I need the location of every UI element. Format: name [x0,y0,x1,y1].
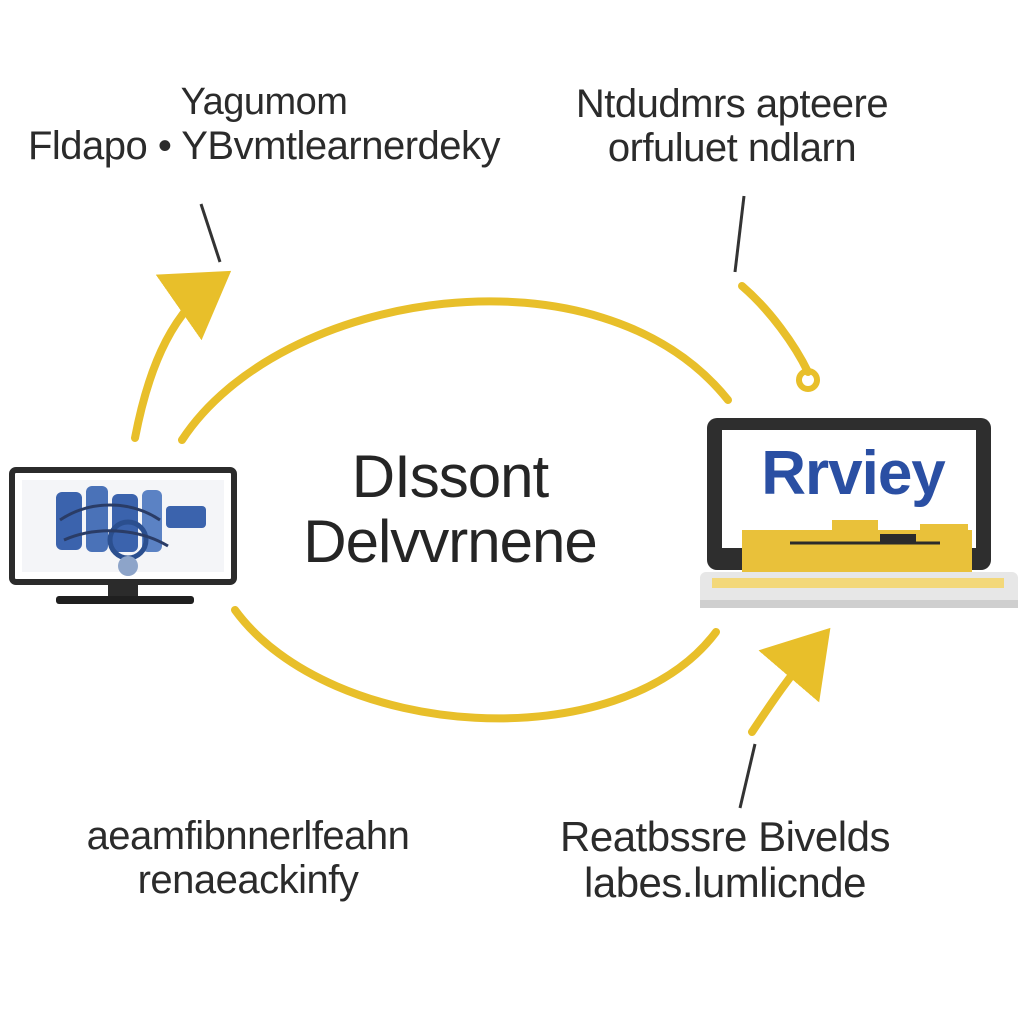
monitor-artwork [56,486,206,576]
label-bottom-right: Reatbssre Bivelds labes.lumlicnde [540,813,910,907]
label-top-left: Yagumom Fldapo • YBvmtlearnerdeky [16,81,512,168]
center-title: DIssont Delvvrnene [270,443,630,575]
cycle-arc-top [178,297,732,444]
label-top-right-line1: Ntdudmrs apteere [575,82,889,126]
label-top-right-line2: orfuluet ndlarn [607,126,857,170]
label-bottom-right-line1: Reatbssre Bivelds [560,813,890,860]
leader-top-left [199,203,222,263]
arrow-end-dot [796,368,820,392]
arrow-to-laptop [738,282,812,376]
laptop-screen-text: Rrviey [761,439,946,508]
label-bottom-right-line2: labes.lumlicnde [584,859,867,907]
leader-top-right [733,195,746,273]
leader-bottom-right [738,743,757,809]
arrow-to-top-left [131,270,232,442]
arrow-to-laptop-bottom [748,627,831,736]
label-top-right: Ntdudmrs apteere orfuluet ndlarn [560,82,904,170]
label-bottom-left-line2: renaeackinfy [137,858,359,902]
laptop-icon [700,418,1018,608]
cycle-arc-bottom [231,606,720,723]
center-title-line2: Delvvrnene [303,507,598,575]
center-title-line1: DIssont [351,443,549,510]
label-top-left-line1: Yagumom [180,81,348,123]
monitor-icon [9,467,237,604]
label-bottom-left-line1: aeamfibnnerlfeahn [86,814,410,858]
label-bottom-left: aeamfibnnerlfeahn renaeackinfy [80,814,416,902]
label-top-left-line2: Fldapo • YBvmtlearnerdeky [27,123,501,168]
